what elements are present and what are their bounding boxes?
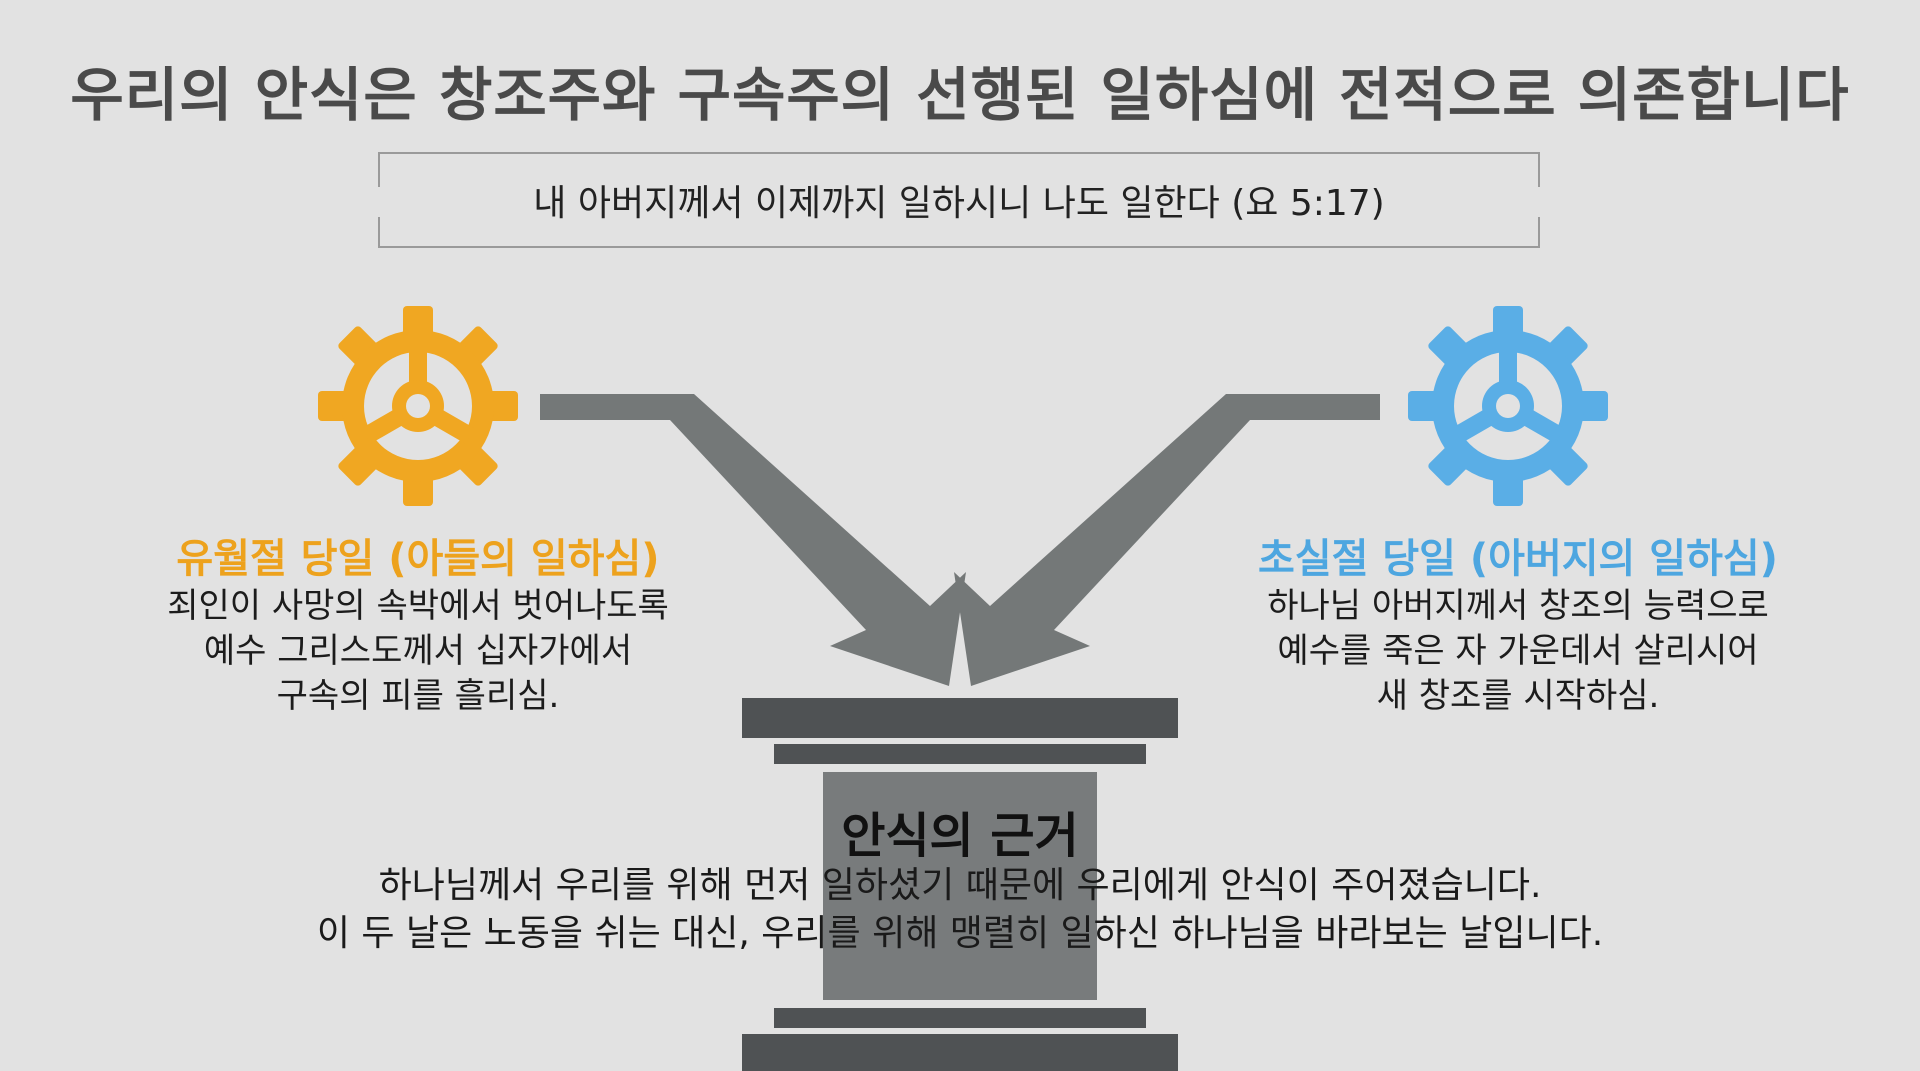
- pedestal-bottom-slab: [742, 1034, 1178, 1071]
- pedestal-bottom-ledge: [774, 1008, 1146, 1028]
- passover-title: 유월절 당일 (아들의 일하심): [176, 536, 660, 582]
- passover-desc-line: 예수 그리스도께서 십자가에서: [203, 631, 633, 671]
- gear-icon: [318, 306, 518, 506]
- scripture-quote: 내 아버지께서 이제까지 일하시니 나도 일한다 (요 5:17): [533, 183, 1385, 224]
- passover-desc-line: 구속의 피를 흘리심.: [276, 676, 560, 716]
- pedestal-top-slab: [742, 698, 1178, 738]
- page-title: 우리의 안식은 창조주와 구속주의 선행된 일하심에 전적으로 의존합니다: [70, 61, 1850, 129]
- right-arrow: [954, 394, 1380, 686]
- gear-icon: [1408, 306, 1608, 506]
- rest-basis-description: 하나님께서 우리를 위해 먼저 일하셨기 때문에 우리에게 안식이 주어졌습니다…: [200, 862, 1720, 958]
- firstfruits-description: 하나님 아버지께서 창조의 능력으로 예수를 죽은 자 가운데서 살리시어 새 …: [1218, 584, 1818, 719]
- scripture-quote-box: 내 아버지께서 이제까지 일하시니 나도 일한다 (요 5:17): [378, 152, 1540, 248]
- left-arrow: [540, 394, 966, 686]
- rest-basis-desc-line: 하나님께서 우리를 위해 먼저 일하셨기 때문에 우리에게 안식이 주어졌습니다…: [378, 865, 1542, 906]
- passover-desc-line: 죄인이 사망의 속박에서 벗어나도록: [167, 586, 669, 626]
- firstfruits-desc-line: 하나님 아버지께서 창조의 능력으로: [1267, 586, 1769, 626]
- firstfruits-desc-line: 예수를 죽은 자 가운데서 살리시어: [1277, 631, 1759, 671]
- firstfruits-title: 초실절 당일 (아버지의 일하심): [1258, 536, 1778, 582]
- passover-description: 죄인이 사망의 속박에서 벗어나도록 예수 그리스도께서 십자가에서 구속의 피…: [118, 584, 718, 719]
- rest-basis-desc-line: 이 두 날은 노동을 쉬는 대신, 우리를 위해 맹렬히 일하신 하나님을 바라…: [316, 913, 1604, 954]
- rest-basis-title: 안식의 근거: [841, 808, 1079, 864]
- pedestal-column: [823, 772, 1097, 1000]
- pedestal-top-ledge: [774, 744, 1146, 764]
- firstfruits-desc-line: 새 창조를 시작하심.: [1376, 676, 1660, 716]
